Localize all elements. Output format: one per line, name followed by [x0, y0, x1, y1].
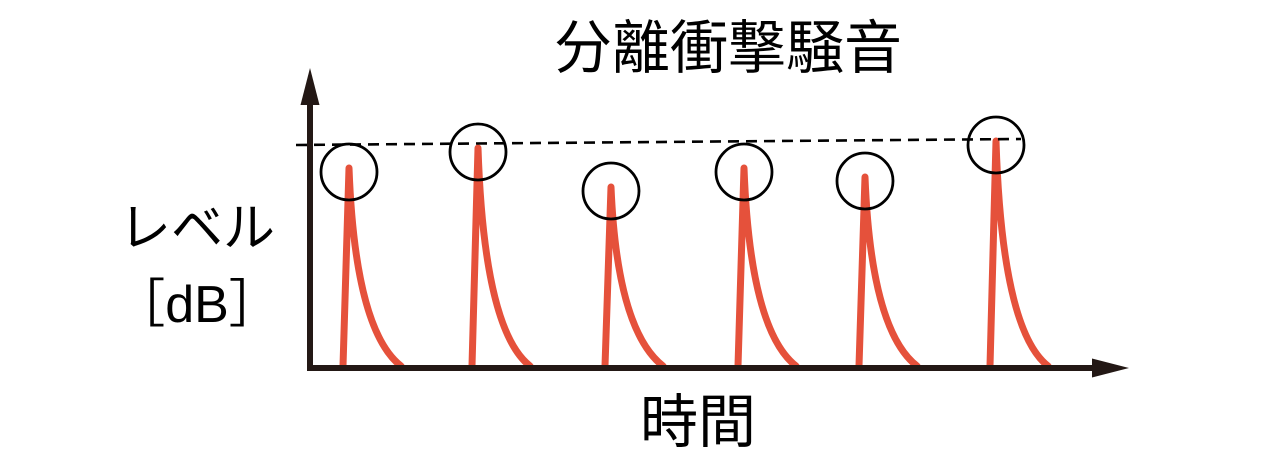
- impulse-spike-1: [339, 164, 405, 370]
- peak-circle-1: [319, 142, 379, 202]
- peak-circle-3: [581, 161, 641, 221]
- peak-circle-2: [448, 122, 508, 182]
- peak-envelope-dashed-line: [295, 137, 1022, 147]
- peak-circle-4: [714, 142, 774, 202]
- impulse-spike-4: [734, 164, 800, 370]
- impulse-spike-6: [986, 137, 1052, 370]
- peak-circle-6: [966, 115, 1026, 175]
- impulse-spike-3: [601, 183, 667, 370]
- y-axis-label-line2: ［dB］: [113, 276, 281, 334]
- x-axis-label: 時間: [639, 390, 757, 455]
- peak-circle-5: [835, 151, 895, 211]
- impulse-spike-2: [468, 144, 534, 370]
- y-axis-arrowhead: [300, 68, 320, 105]
- impulse-spike-5: [855, 173, 921, 370]
- y-axis-label-line1: レベル: [118, 200, 276, 258]
- chart-title: 分離衝撃騒音: [553, 16, 903, 81]
- x-axis-arrowhead: [1092, 358, 1129, 378]
- y-axis-label: レベル ［dB］: [113, 191, 281, 343]
